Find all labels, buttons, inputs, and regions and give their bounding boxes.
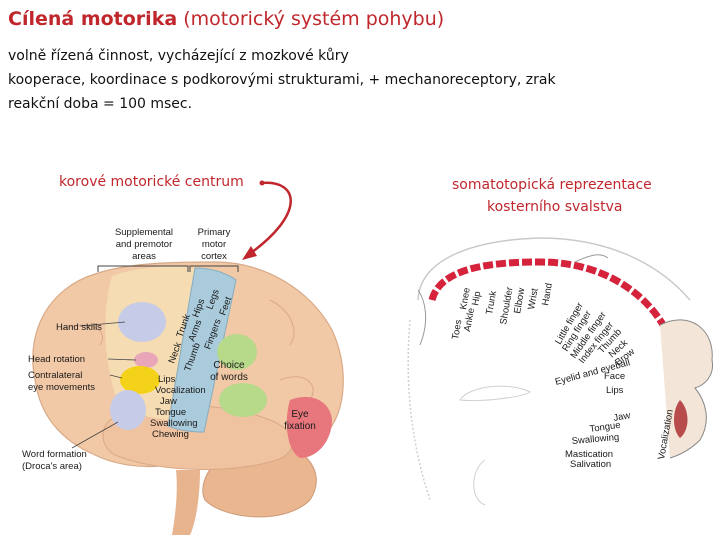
label-supplemental-3: areas [132,251,156,262]
face-silhouette [659,319,714,459]
homunculus-illustration: Toes Ankle Knee Hip Trunk Shoulder Elbow… [407,237,714,506]
label-eye-fixation-1: Eye [291,409,309,420]
text-line-1: volně řízená činnost, vycházející z mozk… [8,48,349,64]
hand-skills-area [118,302,166,342]
strip-vocalization: Vocalization [155,385,206,396]
choice-words-area-2 [217,334,257,370]
label-supplemental-1: Supplemental [115,227,173,238]
pointer-arrow [247,181,292,257]
homunculus-jaw: Jaw [613,410,632,424]
title-rest: (motorický systém pohybu) [177,8,445,30]
leg-silhouette [417,289,427,346]
text-line-3: reakční doba = 100 msec. [8,96,193,112]
homunculus-tongue: Tongue [589,420,621,435]
homunculus-toes: Toes [450,319,464,341]
label-choice-2: of words [210,372,248,383]
ventricle-2 [473,459,486,506]
broca-area [110,390,146,430]
ventricle [459,385,532,401]
caption-right-1: somatotopická reprezentace [452,177,652,193]
homunculus-wrist: Wrist [526,287,541,310]
title-bold: Cílená motorika [8,8,178,30]
homunculus-mastication: Mastication [565,449,613,460]
brain-illustration: Supplemental and premotor areas Primary … [22,227,344,535]
eye-movement-area [120,366,160,394]
strip-chewing: Chewing [152,429,189,440]
caption-left: korové motorické centrum [59,174,244,190]
sulcus-1 [59,324,103,346]
sulcus-3 [279,376,314,401]
hand-silhouette [574,254,609,263]
strip-tongue: Tongue [155,407,186,418]
brainstem [172,470,200,535]
homunculus-lips: Lips [606,385,624,396]
leader-hand [79,321,126,327]
bracket-motor [189,265,239,272]
label-eye-fixation-2: fixation [284,421,316,432]
head-rotation-area [134,352,158,368]
homunculus-hand: Hand [540,282,555,306]
choice-words-area [219,383,267,417]
label-head-rotation: Head rotation [28,354,85,365]
label-primary-3: cortex [201,251,227,262]
label-choice-1: Choice [213,360,245,371]
label-word-formation-2: (Droca's area) [22,461,82,472]
label-supplemental-2: and premotor [116,239,173,250]
label-primary-2: motor [202,239,226,250]
homunculus-trunk: Trunk [484,290,499,316]
bracket-premotor [97,265,189,272]
section-outline [417,237,691,301]
homunculus-elbow: Elbow [512,287,527,315]
strip-jaw: Jaw [160,396,177,407]
arrow-head [242,246,257,260]
arrow-origin [259,180,265,186]
label-contralateral-1: Contralateral [28,370,82,381]
homunculus-hip: Hip [470,291,483,307]
slide-title: Cílená motorika (motorický systém pohybu… [8,6,444,32]
homunculus-knee: Knee [458,287,473,311]
section-inner [407,319,431,501]
mouth-shape [674,400,688,438]
caption-right-2: kosterního svalstva [487,199,623,215]
leader-eye [109,374,123,379]
label-hand-skills: Hand skills [56,322,102,333]
eye-fixation-area [286,396,332,458]
homunculus-face: Face [604,371,625,382]
sulcus-2 [269,299,295,346]
strip-swallowing: Swallowing [150,418,198,429]
label-word-formation-1: Word formation [22,449,87,460]
text-line-2: kooperace, koordinace s podkorovými stru… [8,72,556,88]
homunculus-ankle: Ankle [462,307,477,332]
leader-head [107,358,137,361]
label-primary-1: Primary [198,227,231,238]
strip-lips: Lips [158,374,176,385]
primary-motor-strip [167,267,237,433]
leader-broca [71,421,119,449]
homunculus-swallowing: Swallowing [571,432,619,447]
label-contralateral-2: eye movements [28,382,95,393]
homunculus-salivation: Salivation [570,459,611,470]
